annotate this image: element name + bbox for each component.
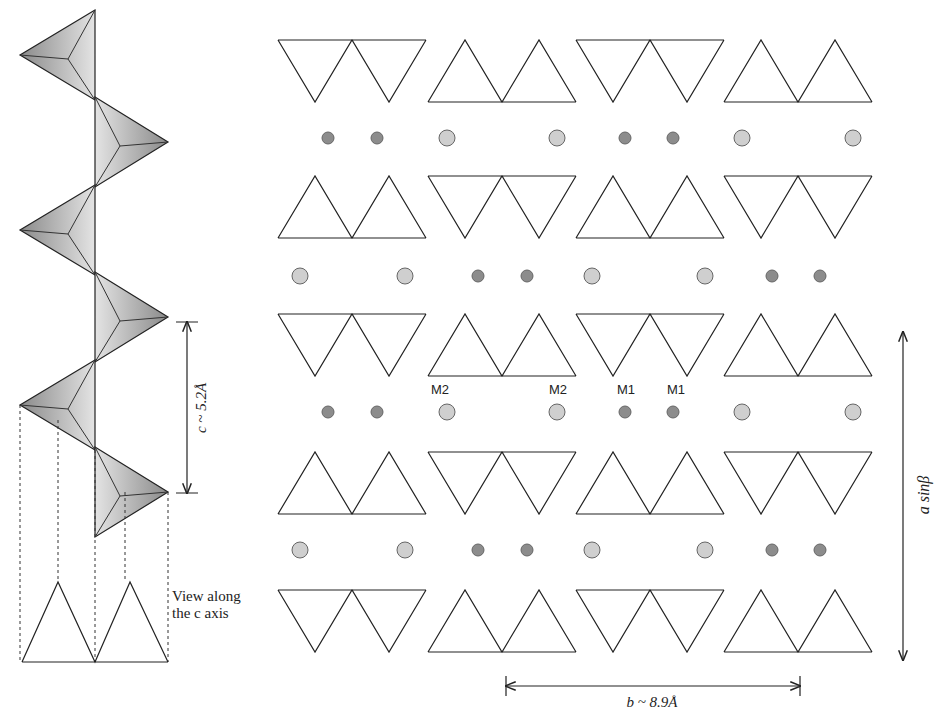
cation-site [292,542,308,558]
cation-site [292,268,308,284]
tetrahedral-chain-pair [724,452,872,514]
cation-site [322,132,334,144]
tetrahedral-chain-pair [278,314,426,376]
cation-site [766,270,778,282]
cation-site [472,270,484,282]
projection-line [125,492,126,582]
cation-site [472,544,484,556]
dimension-arrow [186,322,187,493]
silicate-tetrahedron [95,272,168,362]
dimension-label: b ~ 8.9Å [626,694,677,711]
projected-tetrahedra [22,582,168,662]
tetrahedral-chain-pair [278,176,426,238]
cation-site [697,268,713,284]
cation-site [619,406,631,418]
site-label: M2 [549,383,567,398]
cation-site [734,404,750,420]
tetrahedral-chain-pair [724,176,872,238]
tetrahedral-chain-pair [576,590,724,652]
silicate-tetrahedron [95,447,168,537]
dimension-label: a sinβ [915,476,933,515]
cation-site [322,406,334,418]
site-label: M1 [617,383,635,398]
tetrahedral-chain-pair [576,314,724,376]
cation-site [397,542,413,558]
cation-site [439,404,455,420]
tetrahedral-chain-pair [724,590,872,652]
cation-site [734,130,750,146]
projection-line [20,405,21,662]
cation-site [766,544,778,556]
silicate-tetrahedron [20,185,95,275]
tetrahedral-chain-pair [428,314,576,376]
cation-site [814,270,826,282]
silicate-tetrahedron [95,97,168,187]
silicate-tetrahedron [20,360,95,450]
cation-site [667,406,679,418]
projection-line [168,492,169,662]
cation-site [521,544,533,556]
cation-site [619,132,631,144]
tetrahedral-chain-pair [428,452,576,514]
projection-line [58,420,59,582]
tetrahedral-chain-pair [278,590,426,652]
cation-site [814,544,826,556]
cation-site [439,130,455,146]
cation-site [549,130,565,146]
dimension-arrow [902,332,903,660]
projection-line [95,450,96,662]
cation-site [521,270,533,282]
dimension-arrow [506,685,800,686]
view-note: View along the c axis [172,588,256,623]
tetrahedral-chain-pair [576,452,724,514]
site-label: M2 [431,383,449,398]
tetrahedral-chain-pair [428,590,576,652]
cation-site [697,542,713,558]
cation-site [845,130,861,146]
cation-site [667,132,679,144]
tetrahedral-chain-pair [278,452,426,514]
tetrahedral-chain-pair [576,176,724,238]
tetrahedral-chain-pair [278,40,426,102]
tetrahedral-chain-pair [428,40,576,102]
cation-site [584,268,600,284]
dimension-label: c ~ 5.2Å [193,383,210,433]
site-label: M1 [667,383,685,398]
tetrahedral-chain-pair [724,314,872,376]
cation-site [371,406,383,418]
cation-site [584,542,600,558]
silicate-tetrahedron [20,10,95,100]
tetrahedral-chain-pair [428,176,576,238]
tetrahedral-chain-pair [724,40,872,102]
cation-site [549,404,565,420]
cation-site [397,268,413,284]
tetrahedral-chain-pair [576,40,724,102]
dimension-tick [506,676,800,696]
cation-site [371,132,383,144]
cation-site [845,404,861,420]
